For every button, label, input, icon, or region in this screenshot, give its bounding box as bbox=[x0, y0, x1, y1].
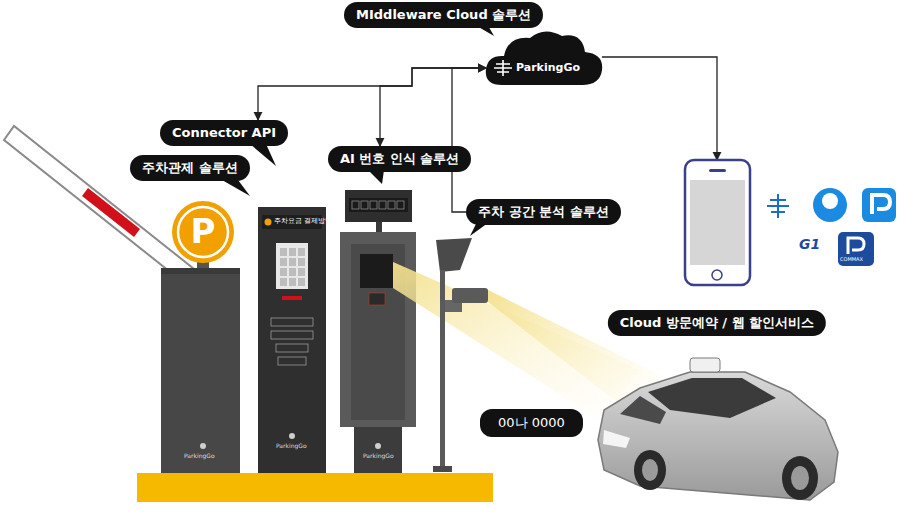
logo-mark bbox=[494, 60, 512, 76]
callout-bubble: AI 번호 인식 솔루션 bbox=[328, 146, 471, 172]
brand-mark: ParkingGo bbox=[363, 452, 394, 459]
taxi-car bbox=[598, 358, 838, 500]
callout-bubble: 주차 공간 분석 솔루션 bbox=[466, 199, 621, 225]
lpr-machine bbox=[340, 190, 640, 473]
app-logo: COMMAX bbox=[840, 256, 863, 262]
node-text: ParkingGo bbox=[516, 61, 580, 74]
brand-mark: ParkingGo bbox=[276, 442, 307, 449]
key bbox=[280, 258, 287, 266]
callout-bubble: MIddleware Cloud 솔루션 bbox=[344, 2, 543, 28]
camera-pole bbox=[433, 238, 660, 472]
brand-mark: ParkingGo bbox=[184, 452, 215, 459]
node-text: 00나 0000 bbox=[498, 415, 565, 430]
callout-bubble: Connector API bbox=[160, 120, 288, 146]
key bbox=[298, 258, 305, 266]
key bbox=[298, 278, 305, 286]
node-text: 주차 공간 분석 솔루션 bbox=[478, 204, 609, 219]
payment-kiosk bbox=[258, 207, 326, 473]
callout-bubble: 주차관제 솔루션 bbox=[130, 155, 250, 181]
app-logo: G1 bbox=[799, 236, 820, 252]
connector bbox=[380, 68, 486, 146]
connector bbox=[452, 68, 486, 212]
node-text: Cloud 방문예약 / 웹 할인서비스 bbox=[608, 310, 826, 336]
app-icons bbox=[767, 188, 896, 266]
key bbox=[280, 248, 287, 256]
key bbox=[280, 278, 287, 286]
key bbox=[289, 258, 296, 266]
smartphone bbox=[685, 160, 750, 285]
kiosk-header: 주차요금 결제방법 bbox=[274, 217, 332, 226]
plate-bubble: 00나 0000 bbox=[480, 409, 583, 437]
key bbox=[298, 268, 305, 276]
key bbox=[289, 268, 296, 276]
key bbox=[298, 248, 305, 256]
key bbox=[280, 268, 287, 276]
connector bbox=[602, 57, 717, 160]
cloud-node: ParkingGo bbox=[482, 28, 606, 86]
node-text: AI 번호 인식 솔루션 bbox=[340, 151, 459, 166]
barrier-gate bbox=[161, 201, 240, 473]
base-plate bbox=[137, 473, 493, 502]
key bbox=[289, 248, 296, 256]
phone-node: Cloud 방문예약 / 웹 할인서비스 bbox=[617, 160, 817, 336]
key bbox=[289, 278, 296, 286]
node-text: Connector API bbox=[172, 125, 276, 140]
sign-letter: P bbox=[173, 211, 233, 251]
node-text: MIddleware Cloud 솔루션 bbox=[356, 7, 531, 22]
cloud-shape bbox=[482, 28, 606, 86]
node-text: 주차관제 솔루션 bbox=[142, 160, 238, 175]
cloud-outline bbox=[486, 31, 602, 85]
